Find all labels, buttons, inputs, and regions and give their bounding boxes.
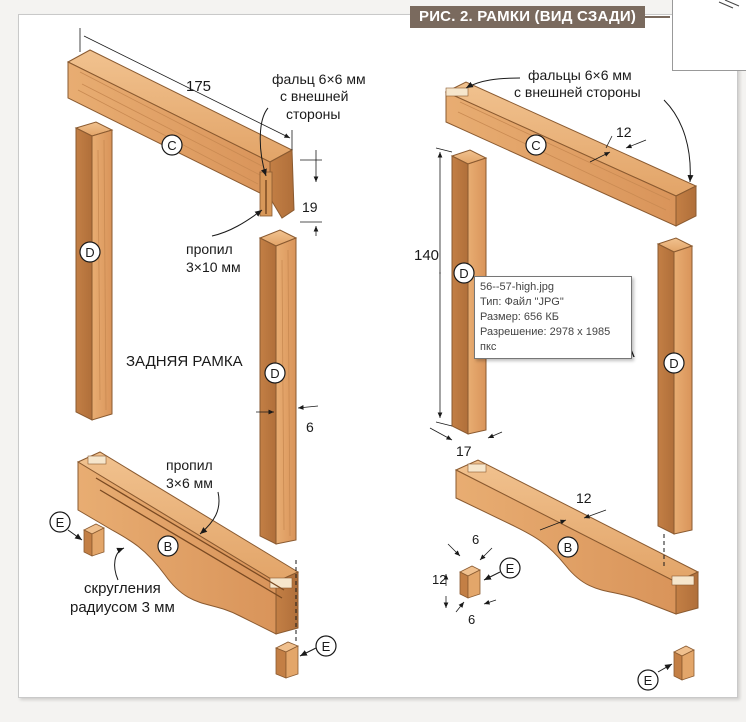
right-stile-inner xyxy=(656,237,694,535)
callout-b-right: B xyxy=(557,536,579,558)
svg-text:E: E xyxy=(56,515,65,530)
rabbets-label-line1: фальцы 6×6 мм xyxy=(528,67,632,83)
svg-text:D: D xyxy=(270,366,279,381)
svg-text:D: D xyxy=(669,356,678,371)
callout-d-right-outer: D xyxy=(453,262,475,284)
callout-d-left-outer: D xyxy=(79,241,101,263)
left-block-top xyxy=(83,523,105,557)
dim-175: 175 xyxy=(186,78,211,95)
dim-6-stile: 6 xyxy=(306,419,314,435)
tooltip-filename: 56--57-high.jpg xyxy=(480,281,554,293)
figure-title: РИС. 2. РАМКИ (ВИД СЗАДИ) xyxy=(410,6,646,28)
rabbet-label-line3: стороны xyxy=(286,106,340,122)
tooltip-type: Тип: Файл "JPG" xyxy=(480,296,564,308)
callout-e-left-bottom: E xyxy=(315,635,337,657)
rabbet-label-line2: с внешней xyxy=(280,88,348,104)
kerf2-label-line2: 3×6 мм xyxy=(166,475,213,491)
dim-block-height: 12 xyxy=(432,572,446,587)
rounding-label-line2: радиусом 3 мм xyxy=(70,599,175,616)
file-info-tooltip: 56--57-high.jpg Тип: Файл "JPG" Размер: … xyxy=(474,276,632,359)
dim-12-top: 12 xyxy=(616,124,632,140)
kerf1-label-line2: 3×10 мм xyxy=(186,259,241,275)
kerf1-label-line1: пропил xyxy=(186,241,233,257)
left-stile-outer xyxy=(74,121,114,421)
tooltip-unit: пкс xyxy=(480,341,497,353)
callout-e-right-bottom: E xyxy=(637,669,659,691)
dim-19: 19 xyxy=(302,199,318,215)
dim-140: 140 xyxy=(414,247,439,264)
frame-name-left: ЗАДНЯЯ РАМКА xyxy=(126,353,243,370)
right-block-middle xyxy=(459,565,481,599)
tooltip-resolution: Разрешение: 2978 x 1985 xyxy=(480,326,611,338)
svg-text:B: B xyxy=(164,539,173,554)
callout-c-right: C xyxy=(525,134,547,156)
dim-17: 17 xyxy=(456,443,472,459)
svg-text:D: D xyxy=(459,266,468,281)
dim-175-line xyxy=(83,35,291,139)
dim-block-width: 6 xyxy=(472,532,479,547)
svg-text:B: B xyxy=(564,540,573,555)
kerf2-label-line1: пропил xyxy=(166,457,213,473)
left-block-bottom xyxy=(275,641,299,679)
callout-d-left-inner: D xyxy=(264,362,286,384)
svg-text:E: E xyxy=(506,561,515,576)
right-top-rail xyxy=(444,81,698,227)
callout-c-left: C xyxy=(161,134,183,156)
tooltip-size: Размер: 656 КБ xyxy=(480,311,559,323)
callout-e-left-top: E xyxy=(49,511,71,533)
callout-b-left: B xyxy=(157,535,179,557)
rabbet-label-line1: фальц 6×6 мм xyxy=(272,71,366,87)
right-block-bottom xyxy=(673,645,695,681)
thumbnail-corner xyxy=(672,0,746,71)
svg-text:E: E xyxy=(644,673,653,688)
dim-block-depth: 6 xyxy=(468,612,475,627)
rabbets-label-line2: с внешней стороны xyxy=(514,84,641,100)
callout-e-right-middle: E xyxy=(499,557,521,579)
thumbnail-sketch xyxy=(718,0,740,9)
title-rule xyxy=(638,16,670,18)
svg-text:E: E xyxy=(322,639,331,654)
dim-12-bottom: 12 xyxy=(576,490,592,506)
rounding-label-line1: скругления xyxy=(84,580,161,597)
left-stile-inner xyxy=(258,229,298,545)
svg-text:D: D xyxy=(85,245,94,260)
callout-d-right-inner: D xyxy=(663,352,685,374)
svg-text:C: C xyxy=(531,138,540,153)
svg-text:C: C xyxy=(167,138,176,153)
